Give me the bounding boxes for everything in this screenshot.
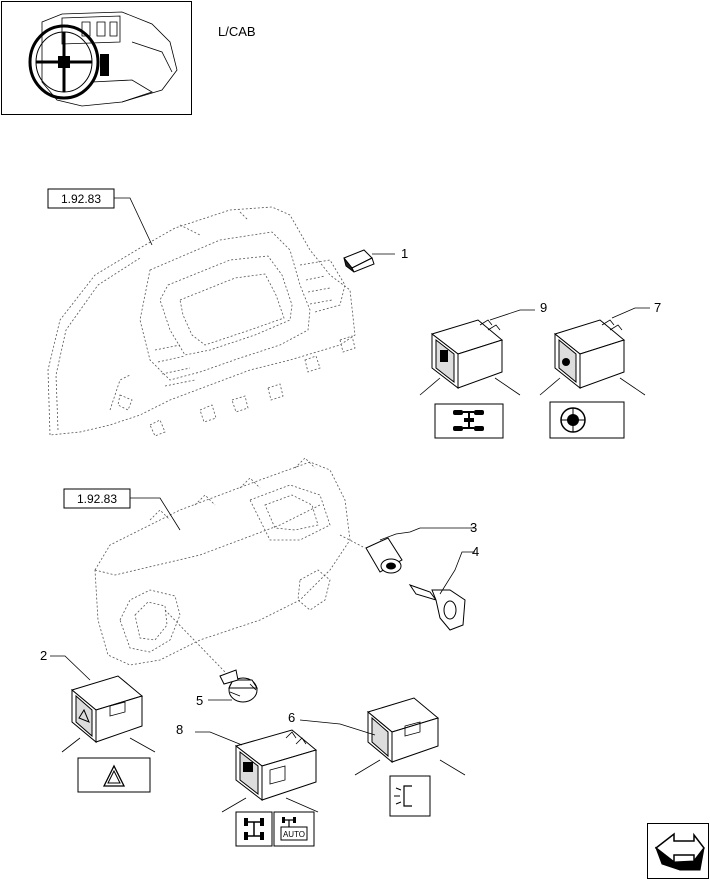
symbol-8-panels: AUTO (235, 811, 315, 847)
cab-thumbnail (1, 1, 192, 115)
callout-9: 9 (540, 300, 547, 315)
symbol-6-panel (389, 775, 431, 817)
part-9-rocker-switch: 9 (419, 300, 547, 396)
lower-dashboard-panel (94, 457, 366, 673)
part-1-switch: 1 (343, 246, 408, 273)
part-6-rocker-switch: 6 (288, 697, 466, 776)
symbol-7-panel (549, 401, 625, 439)
symbol-2-panel (77, 757, 151, 793)
part-7-rocker-switch: 7 (539, 300, 661, 396)
section-label: L/CAB (218, 24, 256, 39)
next-page-button[interactable] (647, 823, 709, 879)
steering-wheel-illustration (28, 11, 178, 107)
callout-8: 8 (176, 722, 183, 737)
callout-6: 6 (288, 710, 295, 725)
next-page-arrow-icon (654, 832, 705, 871)
upper-dashboard-cowl (47, 206, 356, 437)
callout-2: 2 (40, 648, 47, 663)
callout-3: 3 (470, 520, 477, 535)
callout-1: 1 (401, 246, 408, 261)
upper-reference-tag: 1.92.83 (47, 188, 153, 246)
part-8-double-switch: 8 (176, 722, 319, 813)
part-5-rotary-knob: 5 (196, 669, 258, 708)
callout-7: 7 (654, 300, 661, 315)
upper-ref-text: 1.92.83 (61, 192, 101, 206)
callout-5: 5 (196, 693, 203, 708)
callout-4: 4 (472, 544, 479, 559)
lower-ref-text: 1.92.83 (77, 492, 117, 506)
lower-reference-tag: 1.92.83 (63, 488, 181, 531)
part-3-ignition-lock: 3 (365, 520, 477, 574)
auto-label: AUTO (283, 830, 305, 839)
part-2-hazard-switch: 2 (40, 648, 156, 753)
symbol-9-panel (434, 403, 504, 439)
part-4-key: 4 (408, 544, 479, 631)
